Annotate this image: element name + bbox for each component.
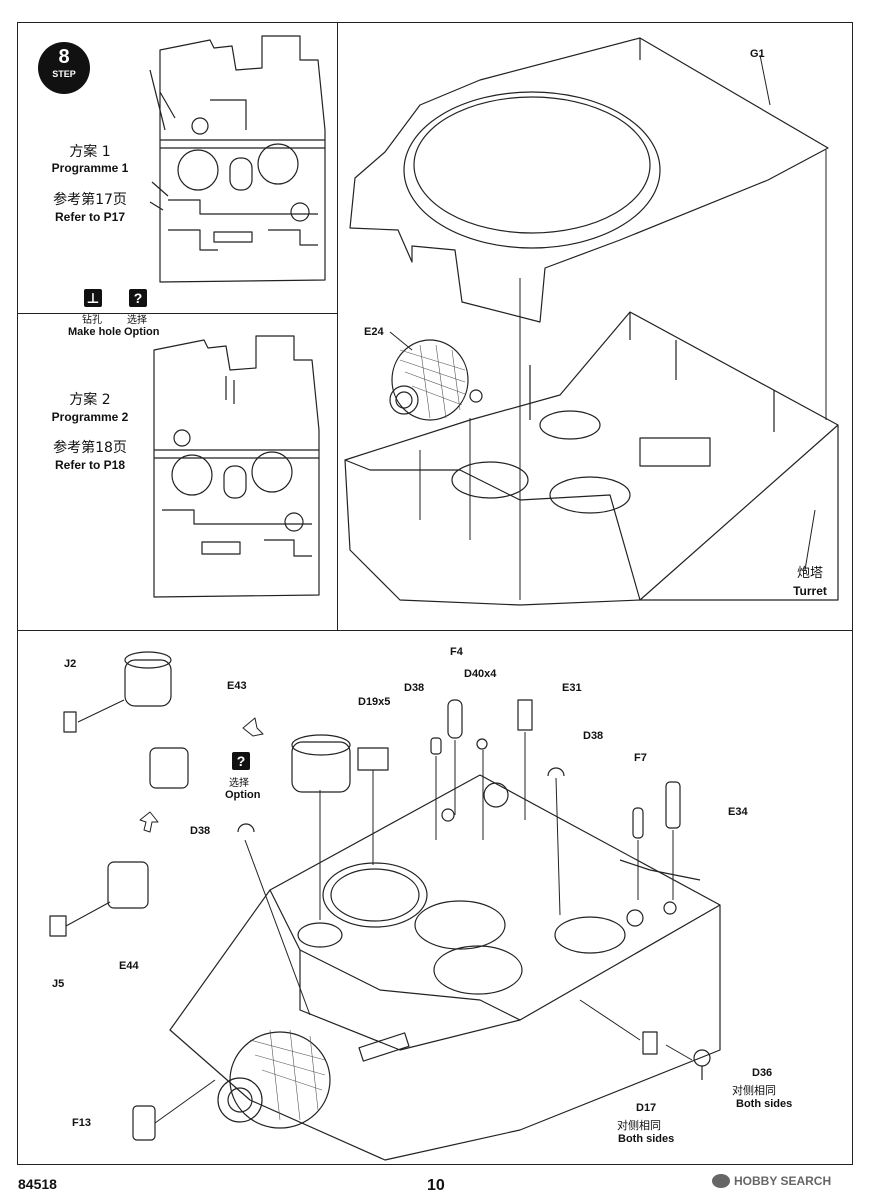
part-label-j5: J5: [52, 978, 65, 990]
e24-mesh: [399, 344, 466, 419]
d17-both-sides-en: Both sides: [618, 1133, 675, 1145]
part-d40: [476, 738, 488, 750]
part-label-d40: D40x4: [464, 668, 497, 680]
option-label-cn: 选择: [127, 315, 147, 326]
page-number: 10: [427, 1177, 445, 1194]
part-label-e24: E24: [364, 326, 384, 338]
drill-icon: ⊥: [84, 289, 102, 307]
turret-label-en: Turret: [793, 584, 827, 598]
part-label-d36: D36: [752, 1067, 773, 1079]
programme-2-en: Programme 2: [51, 410, 129, 424]
part-label-f13: F13: [72, 1117, 91, 1129]
part-label-f7: F7: [634, 752, 647, 764]
part-label-d38-left: D38: [190, 825, 211, 837]
part-label-d38-right: D38: [583, 730, 604, 742]
detail-mantlet: [217, 1031, 331, 1129]
part-label-e44: E44: [119, 960, 139, 972]
part-e44: [107, 861, 149, 909]
part-label-e31: E31: [562, 682, 582, 694]
programme-2-ref-cn: 参考第18页: [53, 440, 127, 456]
drill-label-cn: 钻孔: [82, 315, 102, 326]
watermark-logo: [712, 1174, 730, 1188]
step-label: STEP: [52, 69, 76, 79]
part-e31: [517, 699, 533, 731]
part-cupola-big: [291, 734, 351, 793]
detail-option-en: Option: [225, 789, 261, 801]
detail-option-cn: 选择: [229, 778, 249, 789]
turret-body: [344, 311, 839, 606]
part-j5: [49, 915, 67, 937]
part-d38-left: [237, 823, 255, 833]
part-label-f4: F4: [450, 646, 463, 658]
detail-turret-hull: [169, 774, 721, 1161]
part-label-e34: E34: [728, 806, 748, 818]
part-d19: [357, 747, 389, 771]
programme-1-plate: [149, 35, 326, 283]
part-f13: [132, 1105, 156, 1141]
part-e43: [124, 651, 172, 707]
part-label-g1: G1: [750, 48, 765, 60]
part-f7: [632, 807, 644, 839]
part-d38-top: [430, 737, 442, 755]
step-badge: 8 STEP: [38, 42, 90, 94]
d36-both-sides-en: Both sides: [736, 1098, 793, 1110]
part-d38-right: [547, 767, 565, 777]
programme-2-ref-en: Refer to P18: [54, 458, 126, 472]
part-label-d19: D19x5: [358, 696, 391, 708]
part-f4: [447, 699, 463, 739]
part-d36: [693, 1049, 711, 1080]
programme-1-en: Programme 1: [51, 161, 129, 175]
part-e43-alt: [149, 747, 189, 789]
programme-2-cn: 方案 2: [69, 392, 111, 408]
d36-both-sides-cn: 对侧相同: [732, 1084, 776, 1097]
g1-turret-roof: [349, 37, 829, 323]
turret-label-cn: 炮塔: [796, 566, 823, 581]
d17-both-sides-cn: 对侧相同: [617, 1119, 661, 1132]
product-code: 84518: [18, 1176, 57, 1192]
part-d17: [642, 1031, 658, 1055]
e24-mantlet: [389, 339, 483, 421]
part-label-d38-top: D38: [404, 682, 425, 694]
question-icon: ?: [129, 289, 147, 307]
programme-1-ref-cn: 参考第17页: [53, 192, 127, 208]
part-j2: [63, 711, 77, 733]
panel-detail-assembly: [17, 630, 853, 1165]
part-label-d17: D17: [636, 1102, 657, 1114]
programme-1-cn: 方案 1: [69, 144, 111, 160]
option-question-icon: ?: [232, 752, 250, 770]
part-label-j2: J2: [64, 658, 77, 670]
watermark-text: HOBBY SEARCH: [734, 1174, 832, 1188]
option-label-en: Option: [124, 326, 160, 338]
part-e34: [665, 781, 681, 829]
drill-label-en: Make hole: [68, 326, 122, 338]
programme-2-plate: [153, 335, 320, 598]
part-label-e43: E43: [227, 680, 247, 692]
programme-1-ref-en: Refer to P17: [54, 210, 126, 224]
step-number: 8: [58, 46, 70, 68]
